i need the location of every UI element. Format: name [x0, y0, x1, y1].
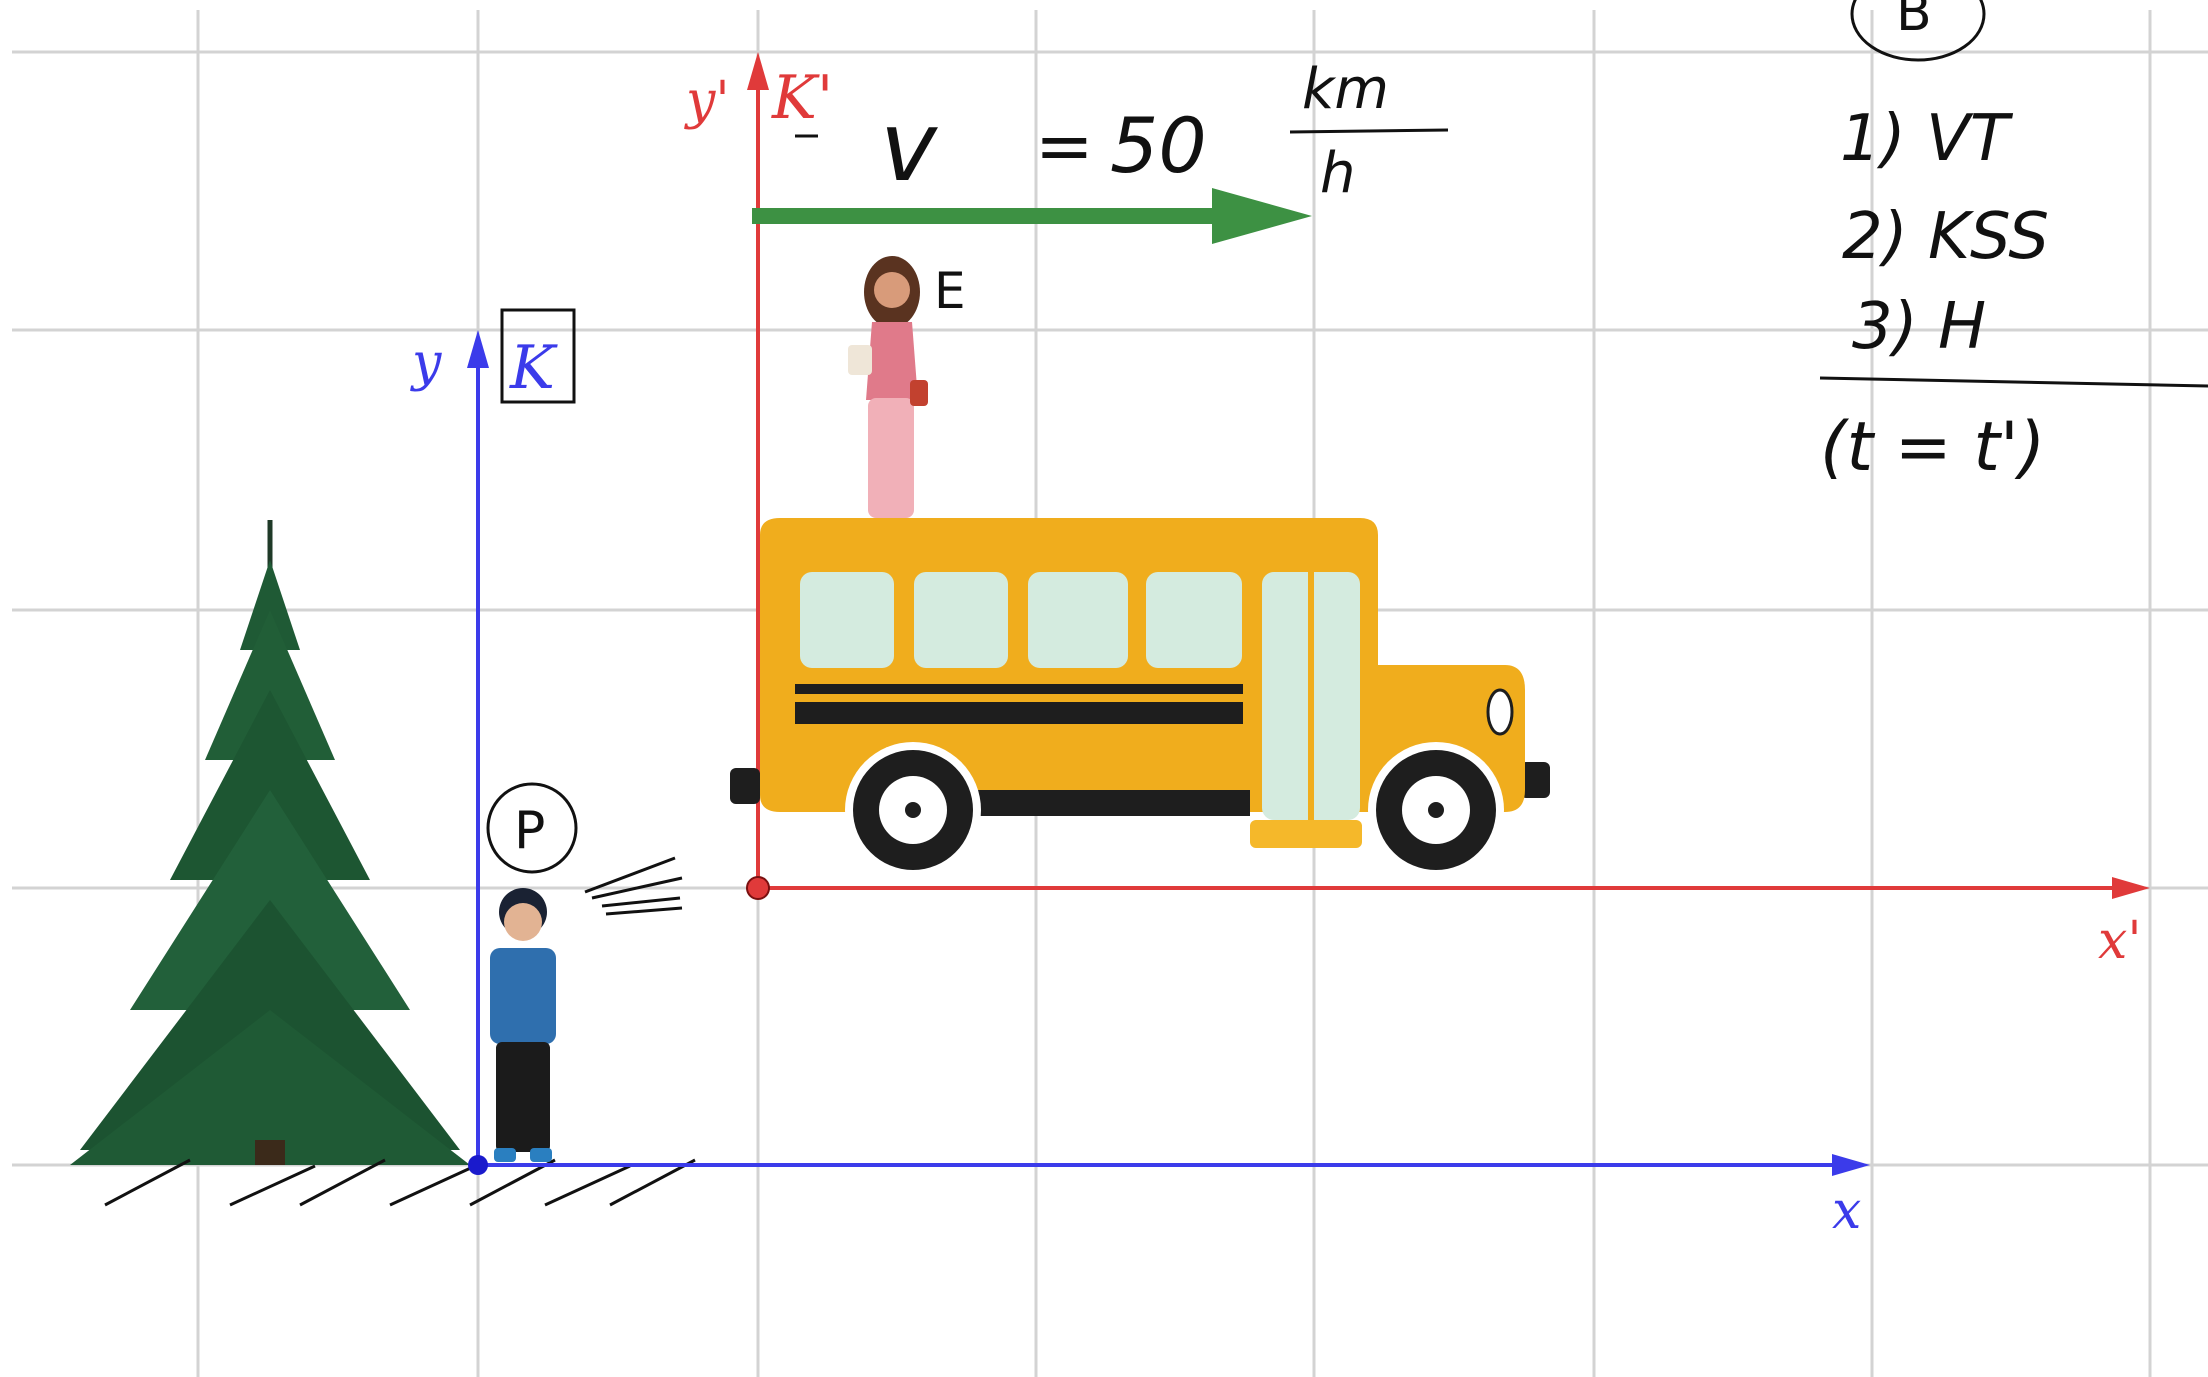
- bus-rear-wheel: [845, 742, 981, 878]
- velocity-equals: =: [1035, 105, 1094, 187]
- tree-illustration: [70, 520, 470, 1165]
- hatch-stroke: [104, 1158, 191, 1207]
- girl-head: [874, 272, 910, 308]
- hatch-stroke: [389, 1164, 476, 1207]
- hatch-stroke: [299, 1158, 386, 1207]
- observer-on-bus: E: [848, 256, 966, 518]
- notes-item: 2) KSS: [1842, 200, 2049, 274]
- hatch-stroke: [229, 1164, 316, 1207]
- notes-conclusion: (t = t'): [1820, 408, 2045, 487]
- k-y-label: y: [410, 333, 442, 393]
- kprime-y-arrowhead: [747, 52, 769, 90]
- observer-p-label: P: [514, 801, 545, 861]
- bus-window: [914, 572, 1008, 668]
- bus-stripe: [795, 684, 1243, 694]
- school-bus: [730, 518, 1550, 878]
- bus-front-bumper: [1520, 762, 1550, 798]
- velocity-symbol: v: [880, 91, 938, 203]
- handwritten-notes: B 1) VT 2) KSS 3) H (t = t'): [1819, 0, 2208, 487]
- girl-trousers: [868, 398, 914, 518]
- girl-papers: [848, 345, 872, 375]
- velocity-fraction-bar: [1289, 128, 1449, 134]
- velocity-unit-denominator: h: [1320, 141, 1356, 206]
- bus-window: [800, 572, 894, 668]
- kprime-y-label: y': [684, 71, 730, 131]
- notes-item: 1) VT: [1840, 102, 2014, 176]
- k-y-arrowhead: [467, 330, 489, 368]
- kprime-x-label: x': [2098, 911, 2142, 971]
- velocity-arrowhead: [1212, 188, 1312, 244]
- bus-headlight: [1486, 688, 1514, 736]
- observer-on-ground: P: [486, 782, 683, 1162]
- notes-header-mark: B: [1896, 0, 1932, 43]
- k-x-arrowhead: [1832, 1154, 1870, 1176]
- velocity-value: 50: [1110, 101, 1207, 190]
- boy-shoe: [530, 1148, 552, 1162]
- boy-shirt: [490, 948, 556, 1044]
- bus-stripe: [795, 702, 1243, 724]
- observer-p-circle: [486, 782, 578, 874]
- k-label-box: [500, 308, 576, 404]
- bus-rear-bumper: [730, 768, 760, 804]
- ground-hatching: [104, 1158, 696, 1207]
- notes-item: 3) H: [1852, 290, 1986, 364]
- girl-top: [866, 322, 918, 400]
- speech-lines: [584, 856, 683, 916]
- kprime-frame-label: K': [771, 63, 833, 133]
- k-frame-label: K: [509, 333, 558, 403]
- observer-e-label: E: [934, 262, 966, 320]
- bus-window: [1146, 572, 1242, 668]
- hatch-stroke: [469, 1158, 556, 1207]
- bus-front-wheel: [1368, 742, 1504, 878]
- kprime-x-arrowhead: [2112, 877, 2150, 899]
- frame-k-axes: x y K: [410, 308, 1870, 1241]
- boy-shoe: [494, 1148, 516, 1162]
- velocity-annotation: v = 50 km h: [752, 57, 1449, 244]
- kprime-origin: [746, 876, 770, 900]
- velocity-unit-numerator: km: [1302, 57, 1389, 122]
- notes-divider: [1819, 376, 2208, 388]
- k-origin: [468, 1155, 488, 1175]
- bus-step: [1250, 820, 1362, 848]
- hatch-stroke: [544, 1164, 631, 1207]
- bus-window: [1028, 572, 1128, 668]
- boy-trousers: [496, 1042, 550, 1152]
- hatch-stroke: [609, 1158, 696, 1207]
- k-x-label: x: [1832, 1181, 1861, 1241]
- girl-bag: [910, 380, 928, 406]
- notes-header-circle: [1850, 0, 1986, 62]
- boy-head: [504, 903, 542, 941]
